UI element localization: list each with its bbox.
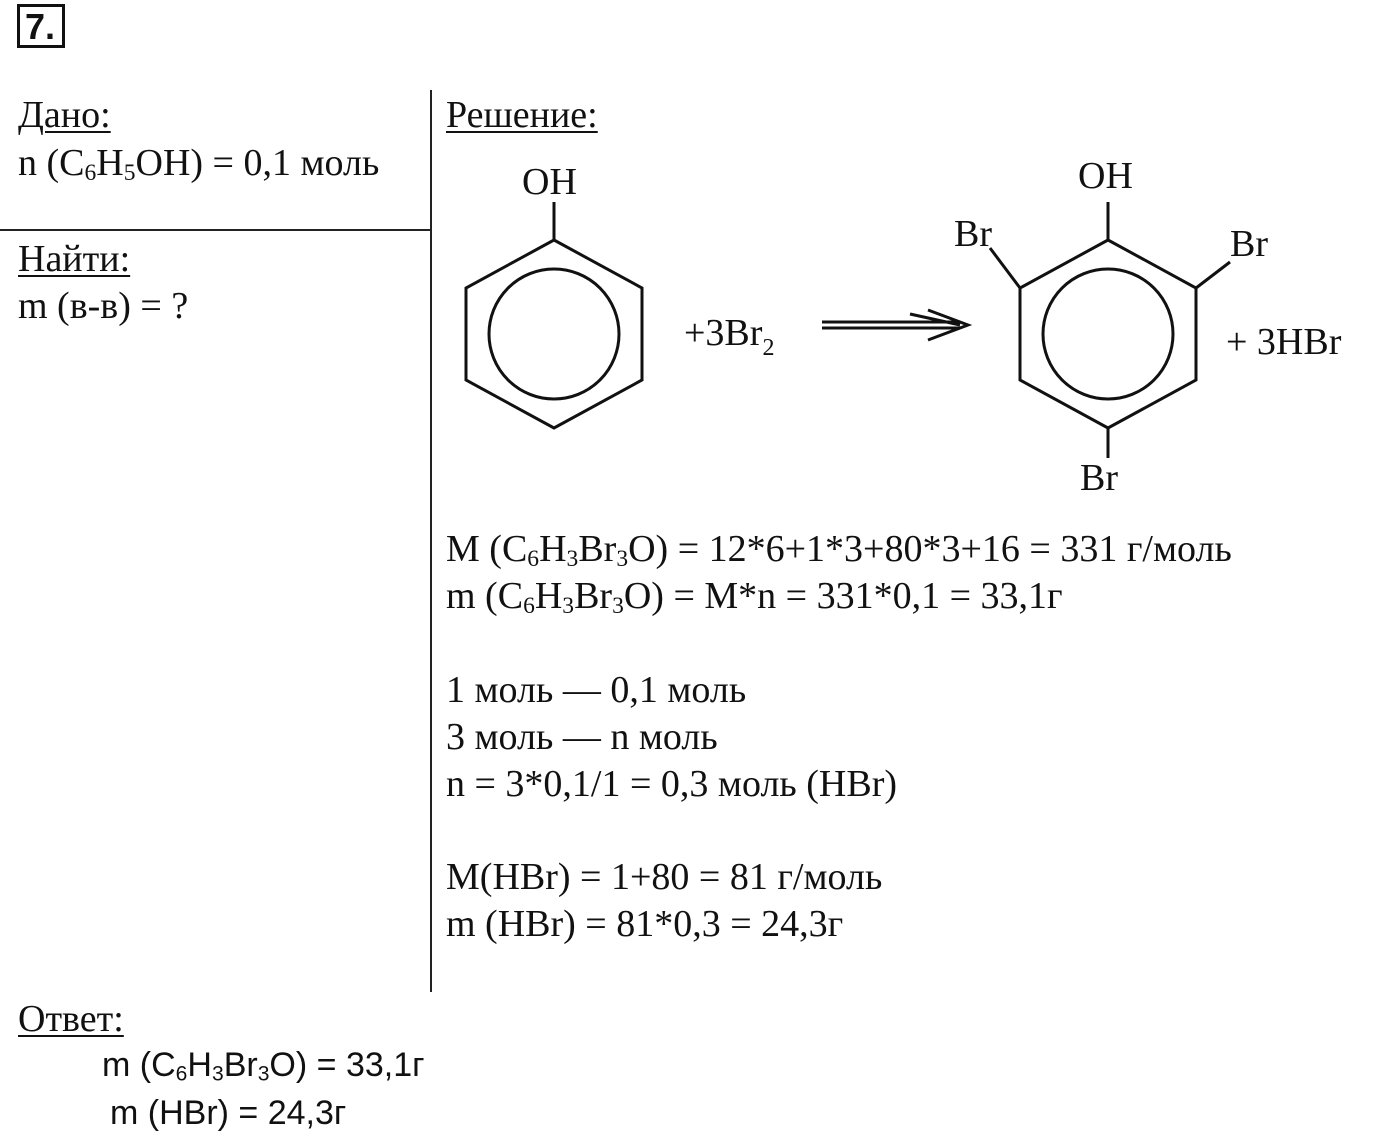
product-hbr-label: + 3HBr [1226, 321, 1342, 363]
mass-line: m (C6H3Br3O) = M*n = 331*0,1 = 33,1г [446, 575, 1063, 620]
answer-line-2: m (HBr) = 24,3г [110, 1094, 347, 1132]
reaction-scheme: OH +3Br2 OH Br Br Br + 3HBr [464, 155, 1342, 499]
product-aromatic-circle [1041, 267, 1175, 401]
phenol-aromatic-circle [487, 267, 621, 401]
proportion-result: n = 3*0,1/1 = 0,3 моль (HBr) [446, 763, 898, 805]
reagent-label: +3Br2 [684, 312, 774, 361]
solution-heading: Решение: [446, 94, 598, 136]
horizontal-divider [0, 229, 431, 231]
vertical-divider [430, 90, 432, 992]
given-line: n (C6H5OH) = 0,1 моль [18, 142, 380, 187]
br-right-label: Br [1230, 223, 1268, 265]
br-left-label: Br [954, 213, 992, 255]
find-heading: Найти: [18, 238, 131, 280]
find-line: m (в-в) = ? [18, 285, 189, 327]
molar-mass-line: M (C6H3Br3O) = 12*6+1*3+80*3+16 = 331 г/… [446, 528, 1232, 573]
br-bottom-label: Br [1080, 457, 1118, 499]
problem-number: 7. [17, 4, 65, 48]
hbr-mass-line: m (HBr) = 81*0,3 = 24,3г [446, 903, 844, 945]
phenol-ring [464, 238, 644, 430]
answer-line-1: m (C6H3Br3O) = 33,1г [102, 1046, 425, 1086]
br-left-bond [988, 247, 1022, 289]
hbr-molar-mass-line: M(HBr) = 1+80 = 81 г/моль [446, 856, 883, 898]
reaction-arrow [822, 308, 973, 342]
phenol-oh-label: OH [522, 161, 577, 203]
phenol-structure [464, 202, 644, 430]
proportion-line-2: 3 моль — n моль [446, 716, 718, 758]
proportion-line-1: 1 моль — 0,1 моль [446, 669, 747, 711]
tribromophenol-structure [988, 202, 1231, 458]
product-oh-label: OH [1078, 155, 1133, 197]
given-heading: Дано: [18, 94, 111, 136]
br-right-bond [1195, 260, 1231, 290]
answer-heading: Ответ: [18, 998, 124, 1040]
